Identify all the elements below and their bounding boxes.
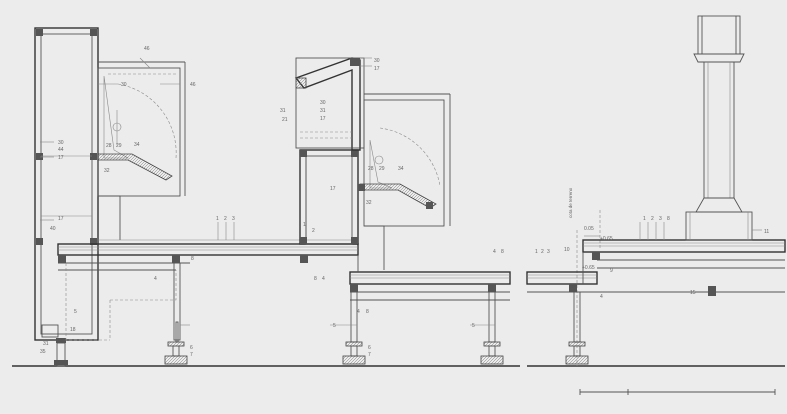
label: 5 [472,323,475,329]
label: 31 [280,108,286,114]
label: 17 [58,216,64,222]
middle-bench [294,57,365,245]
pedestal-right [480,291,504,365]
label: 1 [216,216,219,222]
label: 4 [154,276,157,282]
label: 17 [374,66,380,72]
label: 44 [58,147,64,153]
label: 17 [330,186,336,192]
label: 3 [547,249,550,255]
label: 34 [398,166,404,172]
label: 1 [643,216,646,222]
label: 8 [501,249,504,255]
label: 6 [368,345,371,351]
label: 29 [379,166,385,172]
label: 7 [190,352,193,358]
label: 10 [564,247,570,253]
label: 4 [600,294,603,300]
label: 34 [134,142,140,148]
label: 2 [541,249,544,255]
dimension-label: +0.65 [600,236,613,242]
label: 8 [366,309,369,315]
label: 32 [104,168,110,174]
label: 4 [357,309,360,315]
label: 28 [106,143,112,149]
label: 17 [58,155,64,161]
label: 30 [121,82,127,88]
label: 2 [651,216,654,222]
label: 9 [610,268,613,274]
label: 4 [322,276,325,282]
label: 6 [190,345,193,351]
label: 8 [191,256,194,262]
vertical-annotation: cota de terreno [568,187,573,218]
label: 46 [144,46,150,52]
label: 31 [320,108,326,114]
label: 29 [116,143,122,149]
label: 31 [43,341,49,347]
label: 2 [312,228,315,234]
tall-cabinet [34,27,99,367]
label: 5 [333,323,336,329]
label: 18 [70,327,76,333]
upper-door-right [358,93,451,270]
label: 30 [58,140,64,146]
upper-floor-slab [57,239,359,271]
label: 4 [493,249,496,255]
label: 28 [368,166,374,172]
label: 3 [232,216,235,222]
lower-dashed-outline [65,263,177,341]
leader-lines [40,57,762,326]
label: 8 [314,276,317,282]
label: 11 [764,229,769,235]
label: 21 [282,117,288,123]
label: 5 [74,309,77,315]
callout-labels: 46 46 30 30 44 17 28 29 34 32 17 40 1 2 … [40,46,769,358]
label: 15 [690,290,696,296]
label: 2 [224,216,227,222]
pedestal-left [164,262,188,365]
label: 30 [320,100,326,106]
label: 1 [303,222,306,228]
label: 32 [366,200,372,206]
upper-door-left [97,61,186,240]
lower-step-slab [349,255,511,301]
dimension-label: 0.05 [584,226,594,232]
right-detail [526,15,786,395]
label: 46 [190,82,196,88]
label: 8 [667,216,670,222]
label: 7 [368,352,371,358]
label: 30 [374,58,380,64]
label: 17 [320,116,326,122]
label: 40 [50,226,56,232]
label: 1 [535,249,538,255]
label: 3 [659,216,662,222]
dimension-label: +0.65 [582,265,595,271]
label: 35 [40,349,46,355]
pedestal-middle [342,291,366,365]
